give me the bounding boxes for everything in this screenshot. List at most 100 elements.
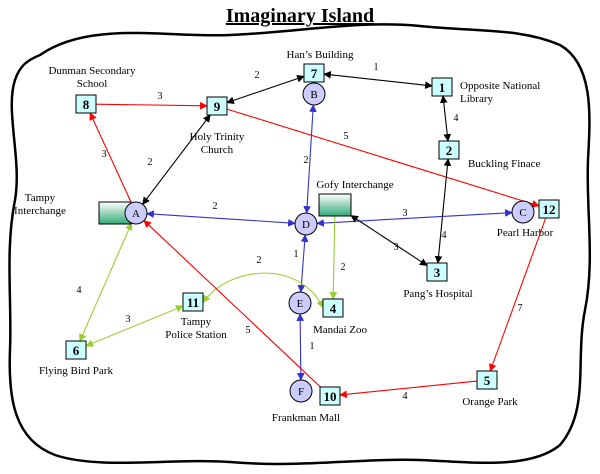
node-box-1 <box>431 77 453 97</box>
node-letter-E: E <box>297 298 304 310</box>
node-box-8 <box>75 94 97 114</box>
edge-n12-n5 <box>489 217 547 372</box>
edge-weight: 3 <box>126 314 131 325</box>
node-letter-B: B <box>310 89 317 101</box>
diagram-title: Imaginary Island <box>226 5 374 27</box>
node-box-5 <box>476 370 498 390</box>
node-number-11: 11 <box>187 295 199 310</box>
edge-weight: 4 <box>454 113 459 124</box>
interchange-block-intD <box>318 193 352 217</box>
node-box-11 <box>182 292 204 312</box>
island-outline <box>8 23 592 466</box>
node-letter-F: F <box>298 386 304 398</box>
edge-weight: 4 <box>77 285 82 296</box>
place-label-n5: Orange Park <box>462 396 518 408</box>
edge-cA-n6 <box>79 222 133 342</box>
node-circle-C <box>511 200 535 224</box>
node-number-10: 10 <box>324 389 337 404</box>
edge-weight: 2 <box>341 262 346 273</box>
place-label-n9: Church <box>201 144 234 156</box>
edge-weight: 4 <box>403 391 408 402</box>
edge-intD-n4 <box>329 215 338 300</box>
node-number-9: 9 <box>214 99 221 114</box>
edge-cE-cF <box>296 313 305 381</box>
place-label-n4: Mandai Zoo <box>313 324 368 336</box>
edge-weight: 2 <box>213 201 218 212</box>
edge-cD-cB <box>303 104 317 214</box>
place-label-n10: Frankman Mall <box>272 412 340 424</box>
node-letter-D: D <box>302 219 310 231</box>
node-number-4: 4 <box>330 301 337 316</box>
place-label-n7: Han’s Building <box>287 49 354 61</box>
node-circle-D <box>294 212 318 236</box>
node-number-5: 5 <box>484 373 491 388</box>
edge-weight: 2 <box>148 157 153 168</box>
node-letter-C: C <box>519 207 526 219</box>
place-label-n2: Buckling Finace <box>468 158 541 170</box>
place-label-n12: Pearl Harbor <box>497 227 554 239</box>
edge-cA-n9 <box>142 114 211 205</box>
place-label-n8: Dunman Secondary <box>48 65 136 77</box>
edge-cA-n8 <box>89 112 132 204</box>
edge-cD-cE <box>297 234 309 293</box>
edge-weight: 2 <box>304 155 309 166</box>
edge-weight: 1 <box>310 341 315 352</box>
place-label-intD: Gofy Interchange <box>316 179 393 191</box>
edge-intD-n3 <box>350 215 428 266</box>
edge-n10-cA <box>143 220 321 388</box>
place-label-intA: Interchange <box>14 205 66 217</box>
node-circle-B <box>302 82 326 106</box>
node-box-7 <box>303 63 325 83</box>
node-box-12 <box>538 199 560 219</box>
node-circle-A <box>124 201 148 225</box>
edge-n8-n9 <box>95 101 208 110</box>
edge-n1-n2 <box>439 95 452 142</box>
place-label-n11: Tampy <box>181 316 212 328</box>
node-circle-E <box>288 291 312 315</box>
edge-weight: 3 <box>102 149 107 160</box>
place-label-n1: Library <box>460 93 493 105</box>
node-number-1: 1 <box>439 80 446 95</box>
node-box-2 <box>438 140 460 160</box>
node-box-6 <box>65 340 87 360</box>
edge-weight: 5 <box>344 131 349 142</box>
edge-n5-n10 <box>339 380 478 399</box>
place-label-intA: Tampy <box>25 192 56 204</box>
node-circle-F <box>289 379 313 403</box>
place-label-n11: Police Station <box>165 329 227 341</box>
edge-weight: 1 <box>374 62 379 73</box>
node-number-8: 8 <box>83 97 90 112</box>
edge-weight: 2 <box>255 70 260 81</box>
edge-n7-n1 <box>323 71 433 89</box>
node-number-6: 6 <box>73 343 80 358</box>
node-number-7: 7 <box>311 66 318 81</box>
place-label-n9: Holy Trinity <box>190 131 245 143</box>
edge-weight: 7 <box>518 303 523 314</box>
edge-weight: 1 <box>294 249 299 260</box>
node-box-3 <box>426 262 448 282</box>
place-label-n3: Pang’s Hospital <box>403 288 472 300</box>
place-label-n6: Flying Bird Park <box>39 365 113 377</box>
node-letter-A: A <box>132 208 140 220</box>
node-box-9 <box>206 96 228 116</box>
edge-weight: 5 <box>246 325 251 336</box>
edge-weight: 3 <box>158 91 163 102</box>
edge-weight: 4 <box>442 230 447 241</box>
node-number-12: 12 <box>543 202 556 217</box>
node-number-3: 3 <box>434 265 441 280</box>
edge-cA-cD <box>146 210 296 227</box>
edge-n2-n3 <box>434 158 452 264</box>
edge-n11-n4 <box>202 272 324 309</box>
place-label-n8: School <box>77 78 108 90</box>
edge-weight: 2 <box>257 255 262 266</box>
node-box-10 <box>319 386 341 406</box>
edges-layer: 3 2 1 4 5 3 2 2 2 3 3 4 2 1 2 3 4 1 5 7 4 <box>77 62 547 402</box>
edge-weight: 3 <box>394 242 399 253</box>
node-box-4 <box>322 298 344 318</box>
edge-n9-n7 <box>226 74 305 105</box>
edge-n9-n12 <box>226 108 540 208</box>
